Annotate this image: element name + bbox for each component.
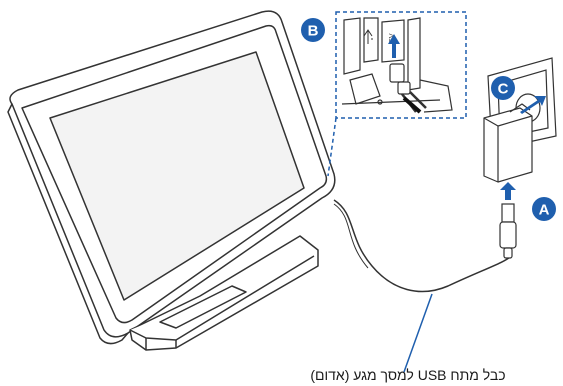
port-detail-callout: 5V	[327, 11, 467, 177]
power-adapter	[483, 103, 533, 183]
label-c-text: C	[498, 81, 509, 98]
label-c-badge: C	[491, 76, 515, 100]
cable-caption: כבל מתח USB למסך מגע (אדום)	[310, 367, 505, 383]
usb-plug	[499, 203, 517, 259]
up-arrow-icon	[388, 34, 400, 58]
label-a-badge: A	[532, 197, 556, 221]
touch-display	[7, 10, 336, 345]
usb-icon	[363, 29, 373, 44]
usb-cable	[333, 199, 512, 293]
label-a-text: A	[539, 202, 550, 219]
insert-into-adapter-arrow	[500, 182, 516, 200]
display-screen	[49, 51, 305, 301]
label-b-badge: B	[301, 18, 325, 42]
caption-leader-line	[403, 293, 433, 373]
display-stand	[129, 235, 319, 351]
label-b-text: B	[308, 23, 319, 40]
insert-into-socket-arrow	[520, 96, 546, 114]
